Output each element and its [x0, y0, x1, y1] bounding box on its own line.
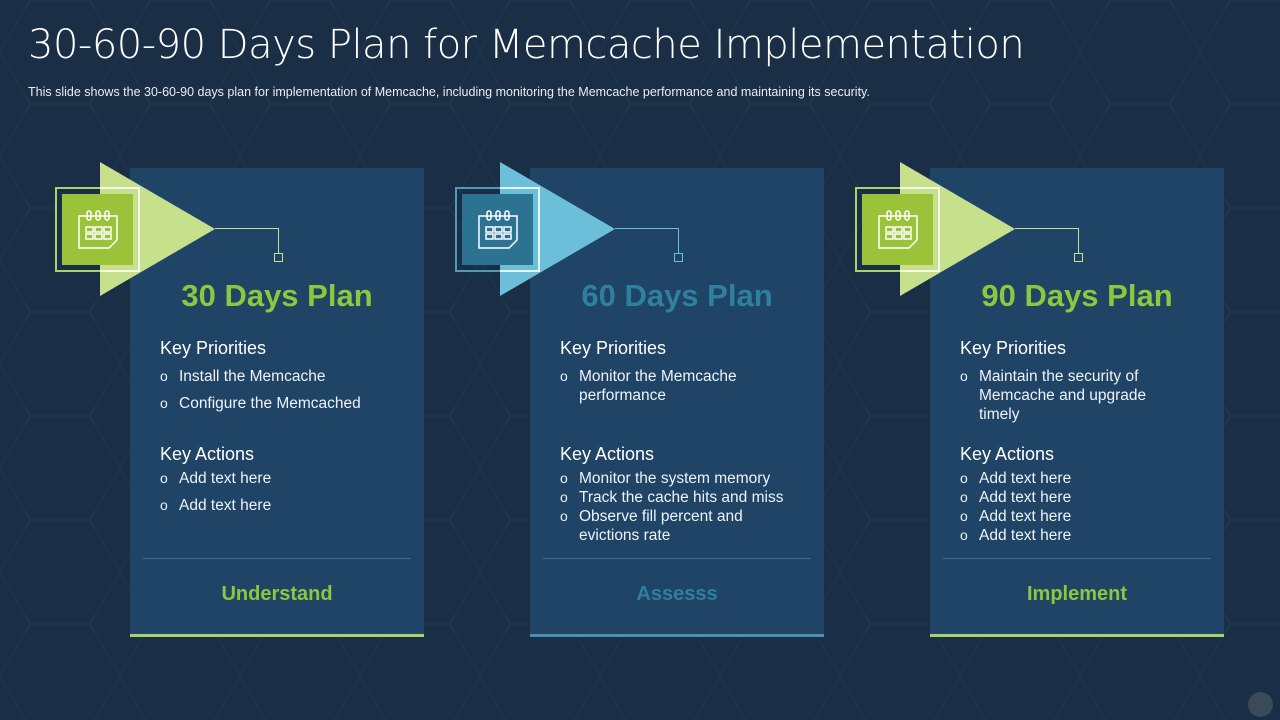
phase-label: Implement — [1026, 583, 1128, 605]
phase-label: Understand — [221, 583, 333, 605]
connector-line — [278, 228, 279, 253]
bullet-circle-icon: o — [160, 470, 168, 486]
icon-frame-overlay — [100, 187, 140, 272]
slide-title: 30-60-90 Days Plan for Memcache Implemen… — [28, 22, 1025, 68]
phase-label: Assesss — [636, 583, 718, 605]
bullet-circle-icon: o — [960, 527, 968, 543]
calendar-icon — [877, 209, 918, 249]
connector-line — [1078, 228, 1079, 253]
bullet-circle-icon: o — [960, 489, 968, 505]
key-actions-heading: Key Actions — [960, 444, 1055, 464]
key-actions-heading: Key Actions — [560, 444, 655, 464]
calendar-icon — [477, 209, 518, 249]
connector-square-icon — [274, 253, 283, 262]
bullet-circle-icon: o — [160, 497, 168, 513]
divider — [143, 558, 411, 559]
connector-line — [1015, 228, 1078, 229]
connector-line — [678, 228, 679, 253]
calendar-icon-box — [862, 194, 933, 265]
key-priorities-heading: Key Priorities — [560, 338, 667, 358]
connector-line — [615, 228, 678, 229]
icon-frame-overlay — [900, 187, 940, 272]
calendar-icon-box — [462, 194, 533, 265]
bullet-circle-icon: o — [960, 368, 968, 384]
connector-square-icon — [1074, 253, 1083, 262]
key-priorities-heading: Key Priorities — [160, 338, 267, 358]
slide-subtitle: This slide shows the 30-60-90 days plan … — [28, 85, 870, 99]
bullet-circle-icon: o — [960, 470, 968, 486]
bullet-circle-icon: o — [560, 368, 568, 384]
bullet-circle-icon: o — [960, 508, 968, 524]
key-actions-heading: Key Actions — [160, 444, 255, 464]
bullet-circle-icon: o — [560, 508, 568, 524]
bullet-circle-icon: o — [160, 368, 168, 384]
bullet-circle-icon: o — [160, 395, 168, 411]
connector-square-icon — [674, 253, 683, 262]
calendar-icon — [77, 209, 118, 249]
bullet-circle-icon: o — [560, 470, 568, 486]
calendar-icon-box — [62, 194, 133, 265]
icon-frame-overlay — [500, 187, 540, 272]
slide-navigation-dot[interactable] — [1248, 692, 1273, 717]
connector-line — [215, 228, 278, 229]
divider — [943, 558, 1211, 559]
divider — [543, 558, 811, 559]
key-priorities-heading: Key Priorities — [960, 338, 1067, 358]
bullet-circle-icon: o — [560, 489, 568, 505]
